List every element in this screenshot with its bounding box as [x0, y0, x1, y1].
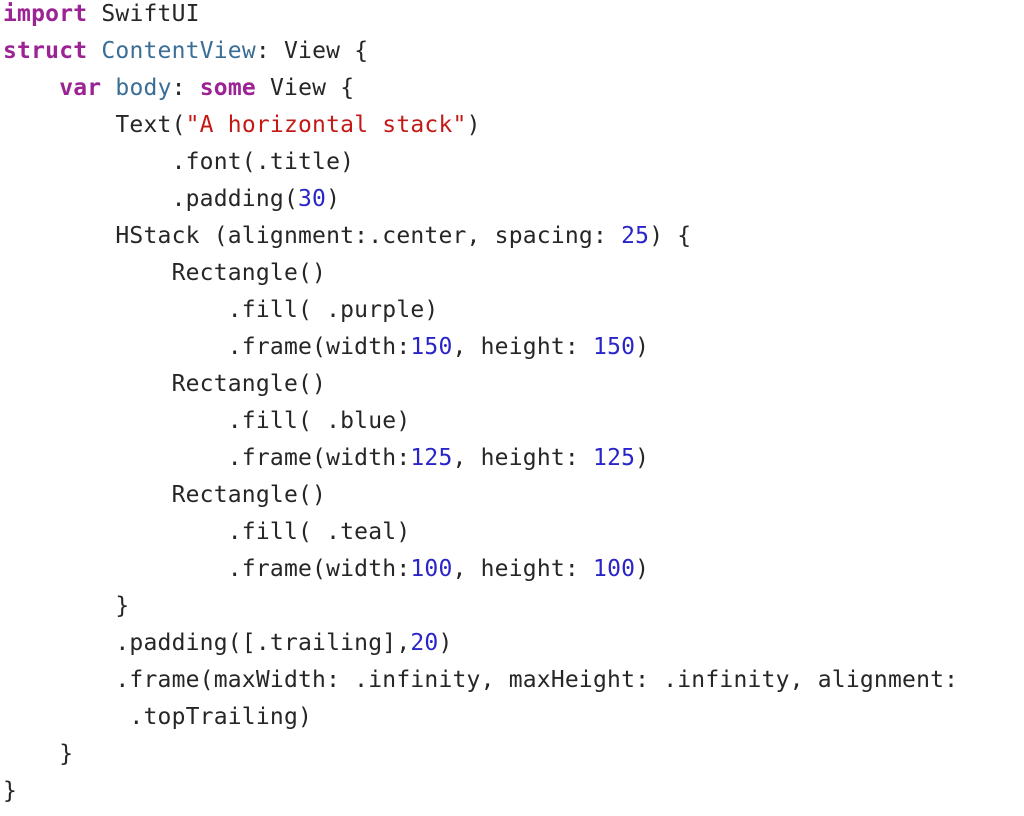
code-token-plain: ) [635, 445, 650, 471]
code-line[interactable]: .padding(30) [3, 181, 340, 218]
code-token-plain: .frame(width: [3, 556, 411, 582]
code-token-type: ContentView [101, 38, 256, 64]
code-token-num: 100 [410, 556, 453, 582]
code-token-num: 25 [621, 223, 650, 249]
code-line[interactable]: } [3, 736, 73, 773]
code-token-num: 30 [298, 186, 327, 212]
code-token-num: 150 [410, 334, 453, 360]
code-line[interactable]: Text("A horizontal stack") [3, 107, 481, 144]
code-line[interactable]: .fill( .blue) [3, 403, 410, 440]
code-line[interactable]: import SwiftUI [3, 0, 200, 33]
code-token-num: 125 [593, 445, 636, 471]
code-token-plain: ) [326, 186, 341, 212]
code-token-plain: } [3, 741, 74, 767]
code-token-num: 20 [410, 630, 439, 656]
code-token-plain: Rectangle() [3, 482, 327, 508]
code-token-plain: .padding( [3, 186, 298, 212]
code-token-plain: .topTrailing) [3, 704, 313, 730]
code-line[interactable]: Rectangle() [3, 255, 326, 292]
code-token-plain: ) [635, 334, 650, 360]
code-line[interactable]: } [3, 588, 129, 625]
code-line[interactable]: .frame(maxWidth: .infinity, maxHeight: .… [3, 662, 958, 699]
code-line[interactable]: .frame(width:100, height: 100) [3, 551, 649, 588]
code-token-plain: .fill( .purple) [3, 297, 439, 323]
code-line[interactable]: Rectangle() [3, 477, 326, 514]
code-token-plain: ) { [649, 223, 692, 249]
code-line[interactable]: .padding([.trailing],20) [3, 625, 453, 662]
code-token-plain: Text( [3, 112, 186, 138]
code-line[interactable]: .frame(width:150, height: 150) [3, 329, 649, 366]
code-token-plain: SwiftUI [87, 1, 200, 27]
code-token-kw: var [59, 75, 102, 101]
code-line[interactable]: struct ContentView: View { [3, 33, 368, 70]
code-token-plain: ) [438, 630, 453, 656]
code-token-type: body [115, 75, 172, 101]
code-token-plain [101, 75, 115, 101]
code-token-kw: import [3, 1, 88, 27]
code-token-kw: some [199, 75, 256, 101]
code-token-plain: HStack (alignment:.center, spacing: [3, 223, 622, 249]
code-token-plain: } [3, 593, 130, 619]
code-line[interactable]: } [3, 773, 17, 810]
code-token-num: 125 [410, 445, 453, 471]
code-line[interactable]: var body: some View { [3, 70, 354, 107]
code-token-plain: .frame(maxWidth: .infinity, maxHeight: .… [3, 667, 959, 693]
code-token-kw: struct [3, 38, 88, 64]
code-token-str: "A horizontal stack" [185, 112, 467, 138]
code-token-plain: View { [255, 75, 355, 101]
code-token-plain: , height: [452, 334, 594, 360]
code-line[interactable]: .font(.title) [3, 144, 354, 181]
code-token-plain: : View { [255, 38, 369, 64]
code-token-plain: Rectangle() [3, 371, 327, 397]
code-token-plain [87, 38, 101, 64]
code-token-plain: } [3, 778, 18, 804]
code-token-plain: ) [466, 112, 481, 138]
code-token-plain: .font(.title) [3, 149, 355, 175]
code-token-num: 100 [593, 556, 636, 582]
code-token-plain: .frame(width: [3, 445, 411, 471]
code-token-plain: , height: [452, 556, 594, 582]
code-line[interactable]: .fill( .purple) [3, 292, 439, 329]
code-token-plain: .fill( .blue) [3, 408, 411, 434]
code-token-plain [3, 75, 59, 101]
code-line[interactable]: Rectangle() [3, 366, 326, 403]
code-token-num: 150 [593, 334, 636, 360]
code-token-plain: , height: [452, 445, 594, 471]
code-token-plain: .frame(width: [3, 334, 411, 360]
code-line[interactable]: .frame(width:125, height: 125) [3, 440, 649, 477]
code-line[interactable]: .topTrailing) [3, 699, 312, 736]
code-line[interactable]: HStack (alignment:.center, spacing: 25) … [3, 218, 691, 255]
code-token-plain: .padding([.trailing], [3, 630, 411, 656]
code-token-plain: : [171, 75, 200, 101]
code-token-plain: .fill( .teal) [3, 519, 411, 545]
code-token-plain: Rectangle() [3, 260, 327, 286]
code-line[interactable]: .fill( .teal) [3, 514, 410, 551]
code-token-plain: ) [635, 556, 650, 582]
